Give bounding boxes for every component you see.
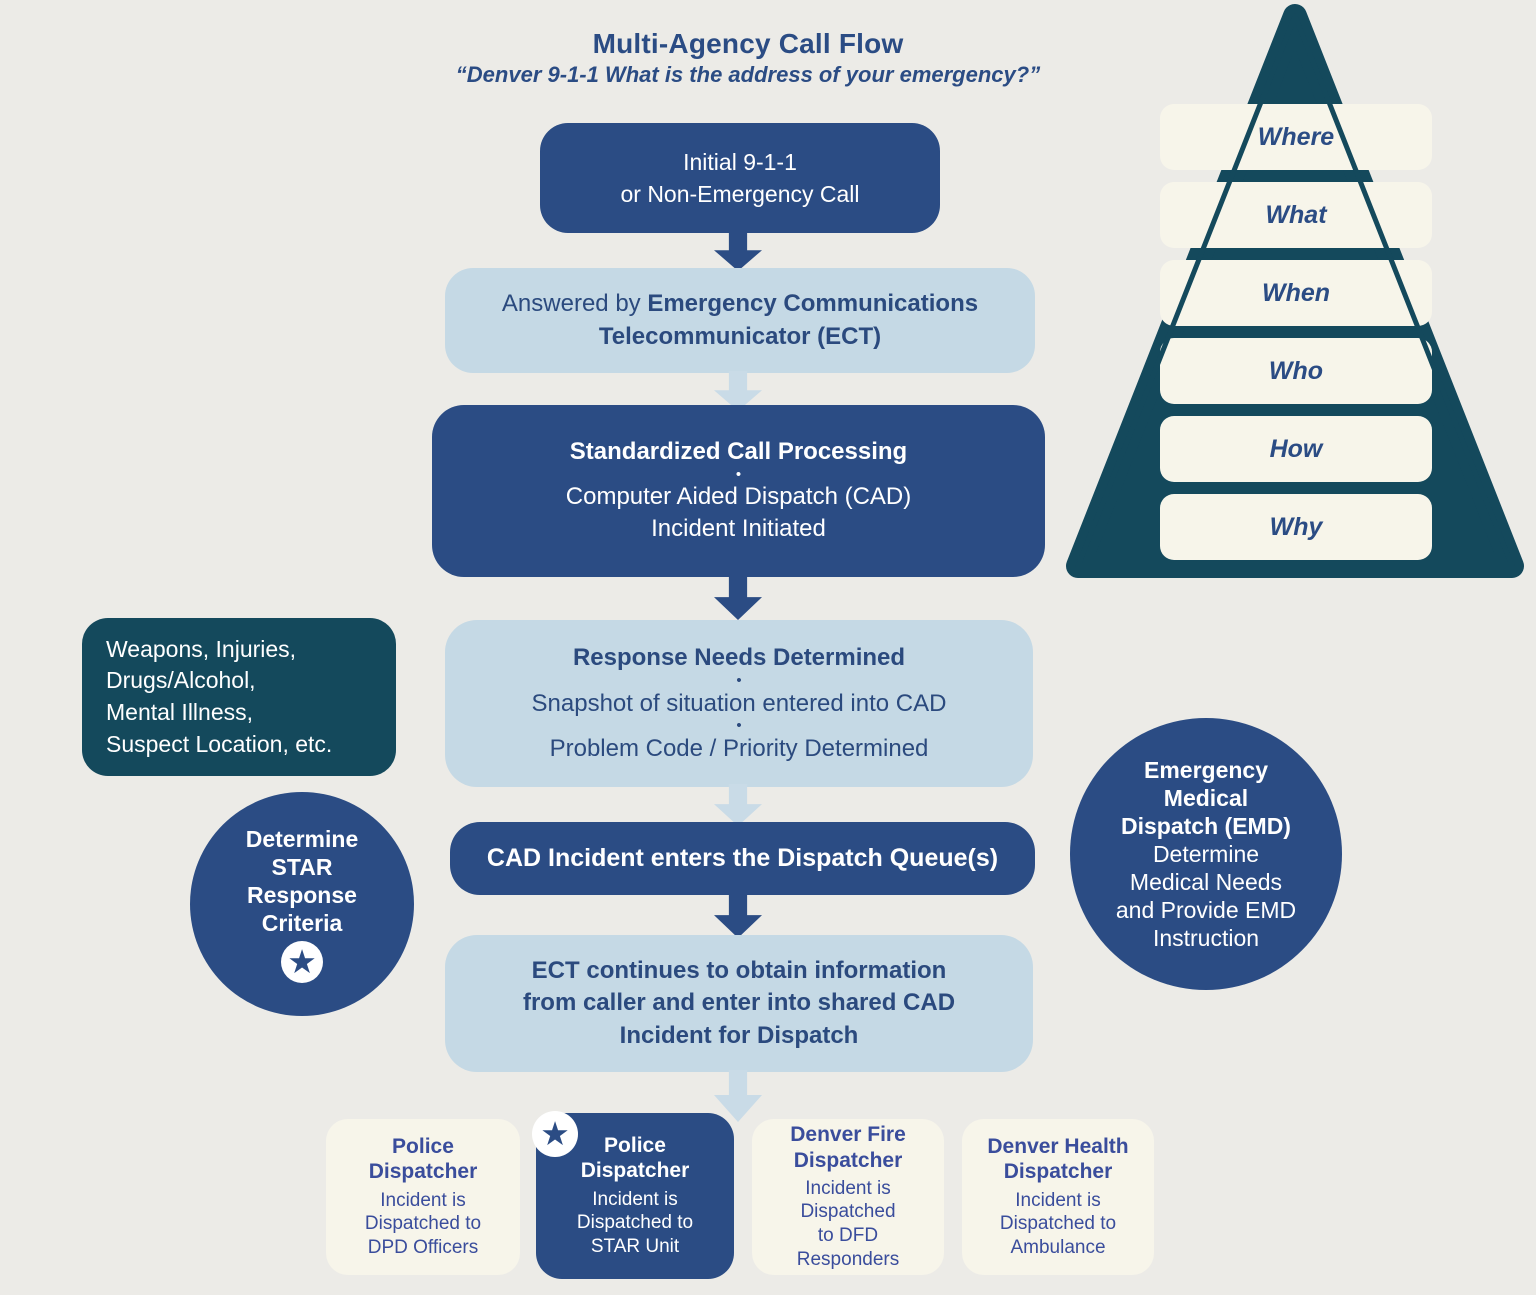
- step-call-processing: Standardized Call Processing • Computer …: [432, 405, 1045, 577]
- answered-by-prefix: Answered by: [501, 290, 648, 318]
- dispatcher-title: Police Dispatcher: [580, 1134, 690, 1183]
- pyramid-level-when: When: [1160, 260, 1432, 326]
- response-needs-line2: Problem Code / Priority Determined: [549, 735, 929, 763]
- step-dispatch-queue: CAD Incident enters the Dispatch Queue(s…: [450, 822, 1035, 895]
- dispatcher-body: Incident is Dispatched to DFD Responders: [796, 1177, 900, 1270]
- dispatcher-body: Incident is Dispatched to Ambulance: [999, 1189, 1117, 1259]
- star-icon: ★: [287, 942, 317, 980]
- step-initial-call: Initial 9-1-1 or Non-Emergency Call: [540, 123, 940, 233]
- down-arrow-6: [714, 1070, 762, 1122]
- call-processing-body: Computer Aided Dispatch (CAD) Incident I…: [565, 482, 912, 543]
- dispatcher-denver-fire: Denver Fire Dispatcher Incident is Dispa…: [752, 1119, 944, 1275]
- weapons-note: Weapons, Injuries, Drugs/Alcohol, Mental…: [82, 618, 396, 776]
- page-subtitle: “Denver 9-1-1 What is the address of you…: [455, 62, 1041, 87]
- dispatcher-title: Police Dispatcher: [368, 1135, 478, 1184]
- answered-by-emphasis: Emergency Communications Telecommunicato…: [598, 290, 979, 350]
- response-needs-line1: Snapshot of situation entered into CAD: [531, 689, 947, 717]
- down-arrow-4: [714, 784, 762, 826]
- dispatcher-body: Incident is Dispatched to DPD Officers: [364, 1189, 482, 1259]
- dispatcher-denver-health: Denver Health Dispatcher Incident is Dis…: [962, 1119, 1154, 1275]
- pyramid-level-where: Where: [1160, 104, 1432, 170]
- step-ect-continues: ECT continues to obtain information from…: [445, 935, 1033, 1072]
- star-icon: ★: [540, 1114, 570, 1152]
- pyramid-level-how: How: [1160, 416, 1432, 482]
- separator-dot: •: [736, 671, 742, 689]
- separator-dot: •: [736, 717, 742, 735]
- step-response-needs: Response Needs Determined • Snapshot of …: [445, 620, 1033, 787]
- emd-circle: Emergency Medical Dispatch (EMD) Determi…: [1070, 718, 1342, 990]
- emd-title: Emergency Medical Dispatch (EMD): [1121, 756, 1291, 839]
- step-answered-by-ect: Answered by Emergency Communications Tel…: [445, 268, 1035, 373]
- pyramid-level-what: What: [1160, 182, 1432, 248]
- page-title: Multi-Agency Call Flow: [592, 28, 904, 59]
- star-badge: ★: [281, 941, 323, 984]
- separator-dot: •: [735, 465, 742, 483]
- down-arrow-3: [714, 576, 762, 620]
- pyramid-level-who: Who: [1160, 338, 1432, 404]
- star-criteria-text: Determine STAR Response Criteria: [245, 825, 359, 937]
- questions-pyramid: Where What When Who How Why: [1056, 2, 1536, 580]
- dispatcher-police-dpd: Police Dispatcher Incident is Dispatched…: [326, 1119, 520, 1275]
- down-arrow-5: [714, 894, 762, 938]
- response-needs-title: Response Needs Determined: [572, 644, 906, 672]
- emd-body: Determine Medical Needs and Provide EMD …: [1115, 840, 1297, 952]
- dispatcher-title: Denver Health Dispatcher: [987, 1135, 1129, 1184]
- call-processing-title: Standardized Call Processing: [569, 438, 908, 466]
- star-badge: ★: [532, 1111, 578, 1157]
- down-arrow-1: [714, 231, 762, 271]
- dispatcher-title: Denver Fire Dispatcher: [790, 1123, 906, 1172]
- star-criteria-circle: Determine STAR Response Criteria ★: [190, 792, 414, 1016]
- pyramid-level-why: Why: [1160, 494, 1432, 560]
- dispatcher-police-star: ★ Police Dispatcher Incident is Dispatch…: [532, 1111, 734, 1279]
- dispatcher-body: Incident is Dispatched to STAR Unit: [576, 1188, 694, 1258]
